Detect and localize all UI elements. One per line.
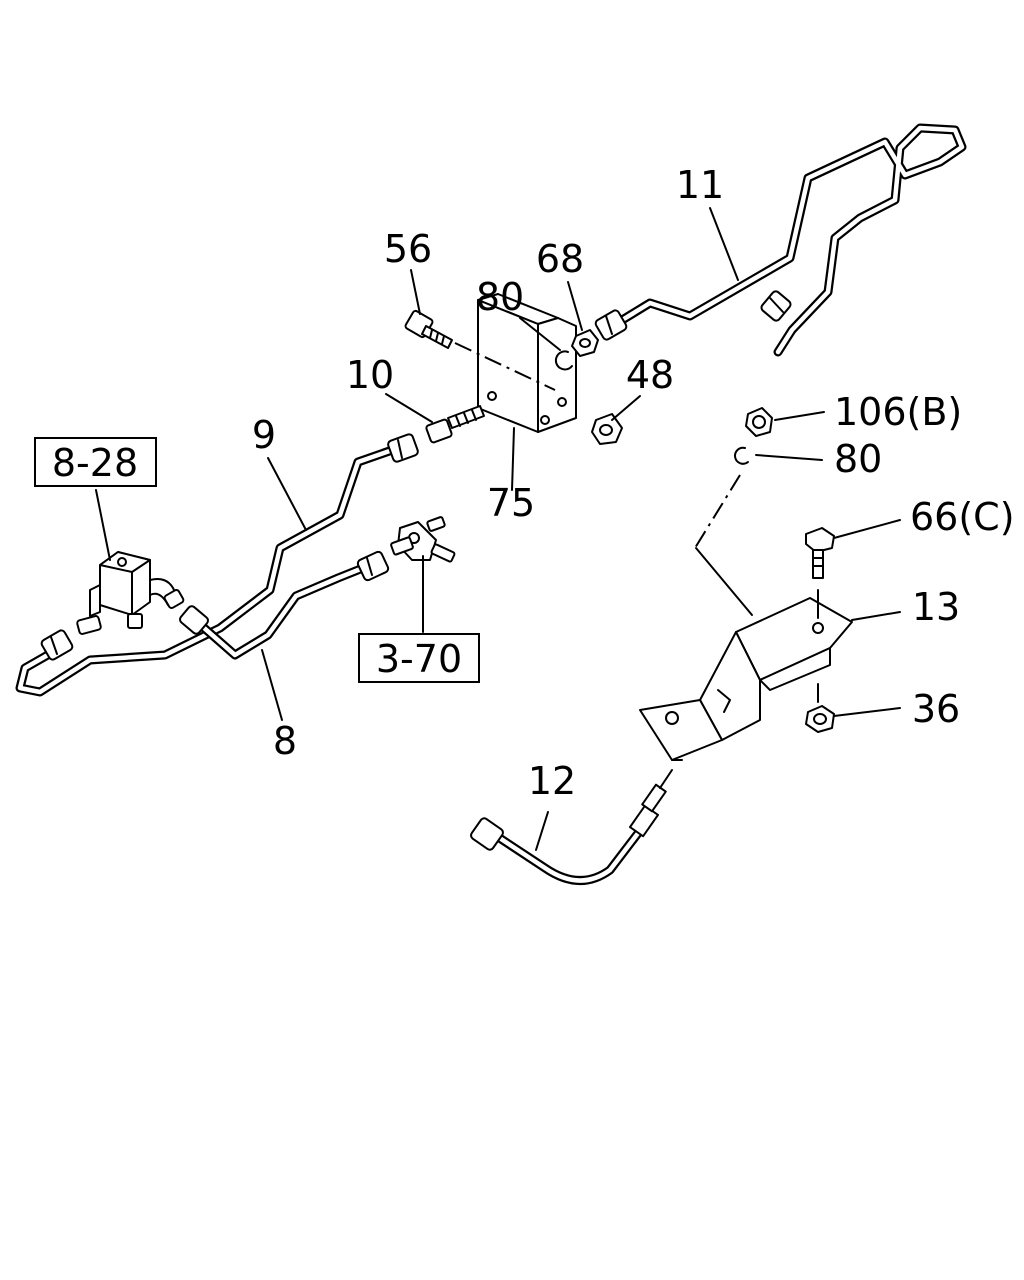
callout-80-lower: 80: [834, 437, 882, 481]
callout-10: 10: [346, 353, 394, 397]
flare-nut-pipe-8-left: [179, 605, 209, 635]
bracket-13: [639, 597, 853, 761]
pipe-11: [609, 123, 967, 357]
flare-nut-pipe-9: [387, 433, 419, 463]
callout-80-upper: 80: [476, 275, 524, 319]
flare-nut-pipe-8-right: [356, 550, 390, 582]
callout-56: 56: [384, 227, 432, 271]
callout-8: 8: [273, 719, 297, 763]
callout-66c: 66(C): [910, 495, 1015, 539]
bolt-66c: [805, 527, 835, 579]
centerline-56: [454, 342, 556, 391]
clip-80-upper: [554, 350, 573, 371]
leader-lines: [95, 207, 901, 851]
nut-68: [571, 329, 599, 357]
callout-68: 68: [536, 237, 584, 281]
callout-75: 75: [487, 481, 535, 525]
clip-80-lower: [734, 446, 749, 465]
callout-36: 36: [912, 687, 960, 731]
bracket-75: [477, 293, 577, 433]
centerline-80: [694, 474, 741, 549]
bolt-56: [404, 309, 453, 349]
callout-13: 13: [912, 585, 960, 629]
callout-12: 12: [528, 759, 576, 803]
ref-label-8-28: 8-28: [52, 441, 138, 485]
nut-106b: [745, 407, 773, 437]
nut-36: [805, 705, 835, 733]
tee-connector: [390, 516, 456, 563]
callout-106b: 106(B): [834, 390, 962, 434]
ref-label-3-70: 3-70: [376, 637, 462, 681]
bracket-13-guide: [695, 547, 753, 616]
callout-48: 48: [626, 353, 674, 397]
hose-end-fitting-12: [628, 769, 673, 838]
flare-nut-pipe-11-left: [594, 309, 628, 341]
valve-assembly: [76, 551, 185, 635]
pipe-9: [15, 443, 403, 697]
pipe-8: [190, 561, 373, 660]
nipple-10: [425, 405, 485, 444]
pipe-12: [490, 823, 647, 885]
callout-11: 11: [676, 163, 724, 207]
callout-9: 9: [252, 413, 276, 457]
flare-nut-pipe-9-left: [40, 629, 74, 661]
ref-box-3-70[interactable]: 3-70: [358, 633, 480, 683]
ref-box-8-28[interactable]: 8-28: [34, 437, 157, 487]
nut-48: [591, 413, 623, 445]
flare-nut-pipe-12-left: [470, 817, 504, 851]
flare-nut-pipe-11-right: [760, 290, 792, 322]
